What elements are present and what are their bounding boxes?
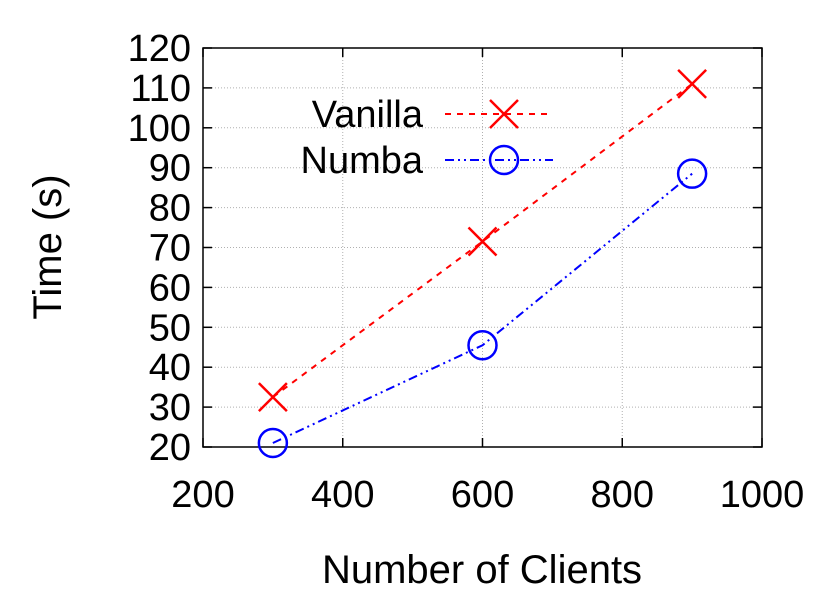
series-line [272,172,693,444]
marker-stroke [467,226,498,257]
y-axis-title: Time (s) [26,174,70,319]
data-point [257,382,288,413]
marker-stroke [489,99,519,129]
marker-stroke [677,69,708,99]
legend-item-numba: Numba [301,140,553,182]
y-tick-label: 30 [149,387,191,429]
y-tick-label: 70 [149,228,191,270]
legend-item-vanilla: Vanilla [312,94,553,136]
y-tick-label: 50 [149,307,191,349]
y-tick-label: 40 [149,347,191,389]
y-tick-label: 60 [149,267,191,309]
data-point [676,158,708,189]
x-axis-title: Number of Clients [322,548,642,592]
series-line [272,83,693,398]
marker-stroke [257,382,288,413]
y-tick-label: 120 [128,28,191,70]
data-point [257,427,289,459]
data-point [467,226,498,257]
x-tick-label: 200 [171,474,234,516]
y-tick-label: 20 [149,427,191,469]
series-layer [257,69,708,459]
legend-marker [488,144,520,176]
legend-label: Vanilla [312,94,424,136]
y-tick-label: 80 [149,188,191,230]
series-vanilla [257,69,708,413]
data-point [467,330,498,361]
grid-lines [203,48,762,447]
x-tick-label: 1000 [720,474,805,516]
y-tick-label: 100 [128,108,191,150]
x-tick-label: 800 [591,474,654,516]
y-tick-label: 90 [149,148,191,190]
legend-label: Numba [301,140,424,182]
x-tick-label: 400 [311,474,374,516]
y-tick-label: 110 [130,68,191,110]
series-numba [257,158,708,459]
data-point [677,69,708,99]
x-tick-label: 600 [451,474,514,516]
legend-marker [489,99,519,129]
